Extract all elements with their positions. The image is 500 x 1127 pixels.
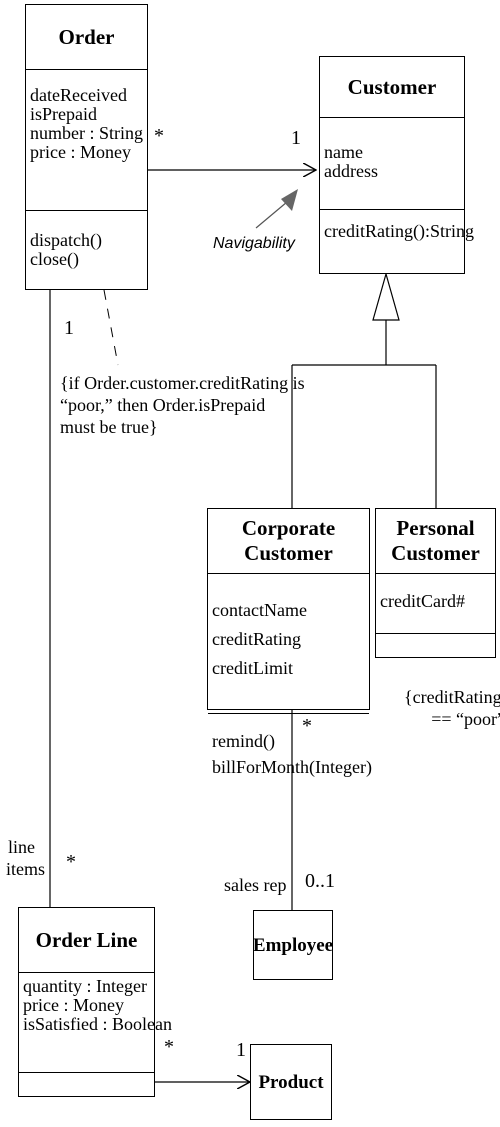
attribute: number : String [30, 123, 143, 143]
constraint-note-order: {if Order.customer.creditRating is “poor… [60, 372, 305, 438]
operation: creditRating():String [324, 221, 474, 241]
constraint-note-personal: {creditRating() == “poor”} [404, 686, 500, 730]
class-personal-customer-operations [376, 633, 495, 634]
operation: remind() [212, 731, 275, 751]
navigability-label: Navigability [213, 235, 295, 252]
attribute: name [324, 142, 363, 162]
class-corporate-customer-name: Corporate Customer [208, 509, 369, 573]
attribute: price : Money [30, 142, 131, 162]
class-personal-customer-name: Personal Customer [376, 509, 495, 573]
multiplicity-order-orderline-line-end: * [66, 851, 76, 873]
attribute: creditLimit [212, 658, 293, 678]
class-corporate-customer-operations: remind() billForMonth(Integer) [208, 713, 372, 780]
class-order-attributes: dateReceived isPrepaid number : String p… [26, 69, 147, 210]
attribute: isPrepaid [30, 104, 97, 124]
class-employee[interactable]: Employee [253, 910, 333, 980]
attribute: quantity : Integer [23, 976, 147, 996]
constraint-line: “poor,” then Order.isPrepaid [60, 395, 266, 415]
class-order-name: Order [58, 24, 115, 49]
class-corporate-customer-attributes: contactName creditRating creditLimit [208, 573, 369, 713]
class-product-name: Product [258, 1071, 324, 1093]
attribute: address [324, 161, 378, 181]
class-order-operations: dispatch() close() [26, 210, 147, 269]
operation: close() [30, 249, 79, 269]
multiplicity-orderline-product-line-end: * [164, 1036, 174, 1058]
class-order-line-attributes: quantity : Integer price : Money isSatis… [19, 972, 172, 1072]
class-customer[interactable]: Customer name address creditRating():Str… [319, 56, 474, 274]
class-order[interactable]: Order dateReceived isPrepaid number : St… [25, 4, 148, 290]
class-personal-customer[interactable]: Personal Customer creditCard# [375, 508, 496, 658]
attribute: contactName [212, 600, 307, 620]
class-name-line: Customer [244, 541, 333, 565]
multiplicity-order-orderline-order-end: 1 [64, 317, 74, 339]
navigability-pointer-head [281, 189, 298, 211]
attribute: creditCard# [380, 591, 465, 611]
constraint-line: {if Order.customer.creditRating is [60, 373, 305, 393]
multiplicity-order-customer-order-end: * [154, 125, 164, 147]
multiplicity-order-customer-customer-end: 1 [291, 127, 301, 149]
multiplicity-orderline-product-product-end: 1 [236, 1039, 246, 1061]
navigability-pointer-line [255, 201, 288, 229]
attribute: creditRating [212, 629, 301, 649]
class-order-line[interactable]: Order Line quantity : Integer price : Mo… [18, 907, 172, 1097]
class-employee-name: Employee [252, 934, 334, 956]
class-personal-customer-attributes: creditCard# [376, 573, 495, 633]
class-name-line: Customer [391, 541, 480, 565]
class-order-line-operations [19, 1072, 154, 1073]
class-customer-operations: creditRating():String [320, 209, 474, 241]
role-label-line: line [8, 837, 35, 857]
operation: billForMonth(Integer) [212, 757, 372, 777]
class-customer-attributes: name address [320, 117, 464, 209]
class-order-line-name: Order Line [35, 927, 138, 952]
role-label-line-items: line items [6, 836, 45, 880]
constraint-line: must be true} [60, 417, 158, 437]
multiplicity-corporate-employee-employee-end: 0..1 [305, 870, 335, 892]
constraint-dashed-line [103, 289, 119, 366]
class-corporate-customer[interactable]: Corporate Customer contactName creditRat… [207, 508, 372, 777]
attribute: isSatisfied : Boolean [23, 1014, 172, 1034]
operation: dispatch() [30, 230, 102, 250]
class-name-line: Personal [396, 516, 475, 540]
role-label-line: items [6, 859, 45, 879]
attribute: price : Money [23, 995, 124, 1015]
constraint-line: == “poor”} [431, 709, 500, 729]
class-name-line: Corporate [241, 516, 336, 540]
generalization-triangle [372, 271, 400, 321]
attribute: dateReceived [30, 85, 127, 105]
multiplicity-corporate-employee-corporate-end: * [302, 715, 312, 737]
constraint-line: {creditRating() [404, 687, 500, 707]
role-label-sales-rep: sales rep [224, 875, 287, 895]
class-customer-name: Customer [347, 74, 437, 99]
class-product[interactable]: Product [250, 1044, 332, 1120]
